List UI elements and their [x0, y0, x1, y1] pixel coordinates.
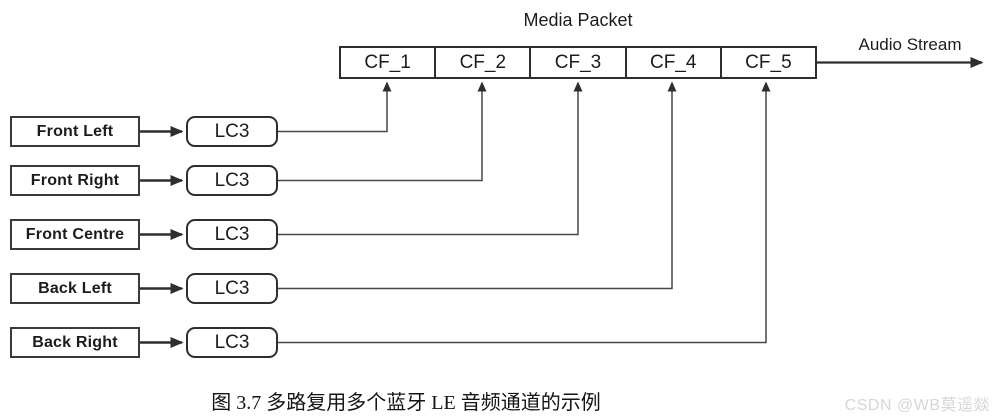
lc3-to-cf2-connector	[278, 81, 487, 182]
media-packet-title: Media Packet	[523, 10, 633, 30]
channel-box-front-centre: Front Centre	[10, 219, 140, 250]
lc3-to-cf5-connector	[278, 81, 771, 344]
lc3-codec-box: LC3	[186, 327, 278, 358]
lc3-to-cf3-connector	[278, 81, 583, 236]
cf-frame-cell: CF_1	[364, 51, 411, 73]
lc3-codec-box: LC3	[186, 116, 278, 147]
media-packet-row: CF_1 CF_2 CF_3 CF_4 CF_5	[339, 46, 817, 79]
lc3-codec-box: LC3	[186, 273, 278, 304]
lc3-codec-box: LC3	[186, 219, 278, 250]
audio-stream-label: Audio Stream	[858, 35, 962, 54]
channel-box-front-right: Front Right	[10, 165, 140, 196]
cf-frame-cell: CF_5	[719, 48, 815, 77]
csdn-watermark: CSDN @WB莫遥燚	[844, 397, 990, 414]
cf-frame-cell: CF_4	[624, 48, 720, 77]
channel-box-front-left: Front Left	[10, 116, 140, 147]
cf-frame-cell: CF_2	[434, 48, 529, 77]
channel-box-back-left: Back Left	[10, 273, 140, 304]
lc3-to-cf1-connector	[278, 81, 392, 133]
cf-frame-cell: CF_3	[529, 48, 624, 77]
lc3-codec-box: LC3	[186, 165, 278, 196]
figure-caption: 图 3.7 多路复用多个蓝牙 LE 音频通道的示例	[211, 392, 601, 414]
lc3-to-cf4-connector	[278, 81, 677, 290]
channel-box-back-right: Back Right	[10, 327, 140, 358]
